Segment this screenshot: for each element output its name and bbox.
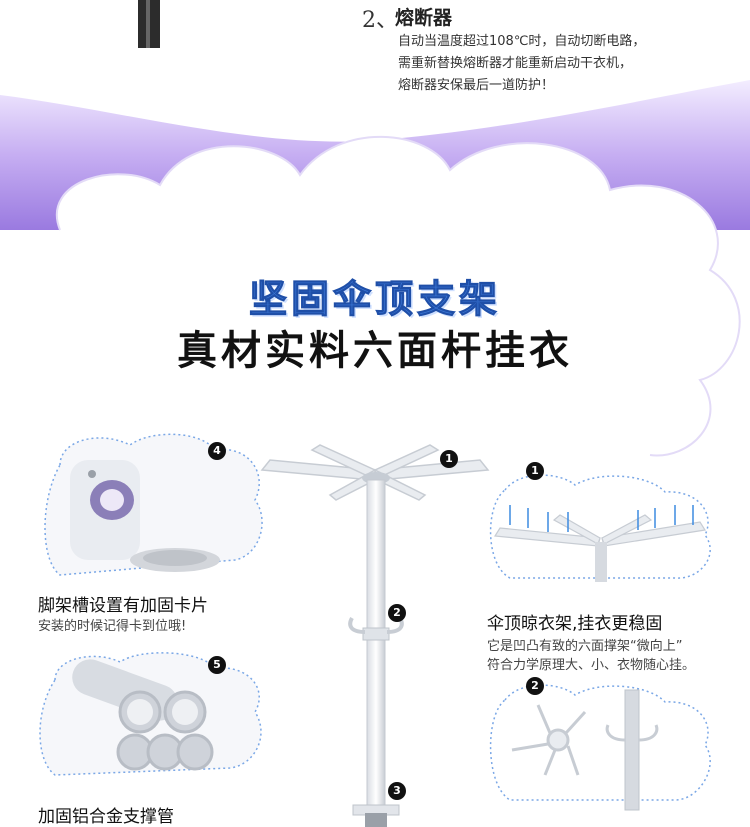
- badge-right-1: 1: [526, 462, 544, 480]
- badge-1: 1: [440, 450, 458, 468]
- umbrella-top-desc-line: 符合力学原理大、小、衣物随心挂。: [487, 658, 696, 673]
- fuse-desc-line: 熔断器安保最后一道防护！: [398, 78, 555, 93]
- badge-5: 5: [208, 656, 226, 674]
- badge-3: 3: [388, 782, 406, 800]
- umbrella-top-title: 伞顶晾衣架,挂衣更稳固: [487, 614, 663, 634]
- badge-right-2: 2: [526, 677, 544, 695]
- badge-2: 2: [388, 604, 406, 622]
- umbrella-top-desc-line: 它是凹凸有致的六面撑架“微向上”: [487, 639, 683, 654]
- foot-slot-desc: 安装的时候记得卡到位哦!: [38, 619, 187, 634]
- headline-primary: 坚固伞顶支架: [248, 277, 501, 322]
- fuse-number: 2、: [362, 8, 398, 33]
- fuse-desc-line: 需重新替换熔断器才能重新启动干衣机，: [398, 56, 633, 71]
- headline-secondary: 真材实料六面杆挂衣: [177, 328, 573, 374]
- alu-tube-title: 加固铝合金支撑管: [38, 807, 174, 827]
- badge-4: 4: [208, 442, 226, 460]
- fuse-desc-line: 自动当温度超过108℃时，自动切断电路，: [398, 34, 646, 49]
- foot-slot-title: 脚架槽设置有加固卡片: [38, 596, 208, 616]
- fuse-title: 熔断器: [395, 7, 453, 29]
